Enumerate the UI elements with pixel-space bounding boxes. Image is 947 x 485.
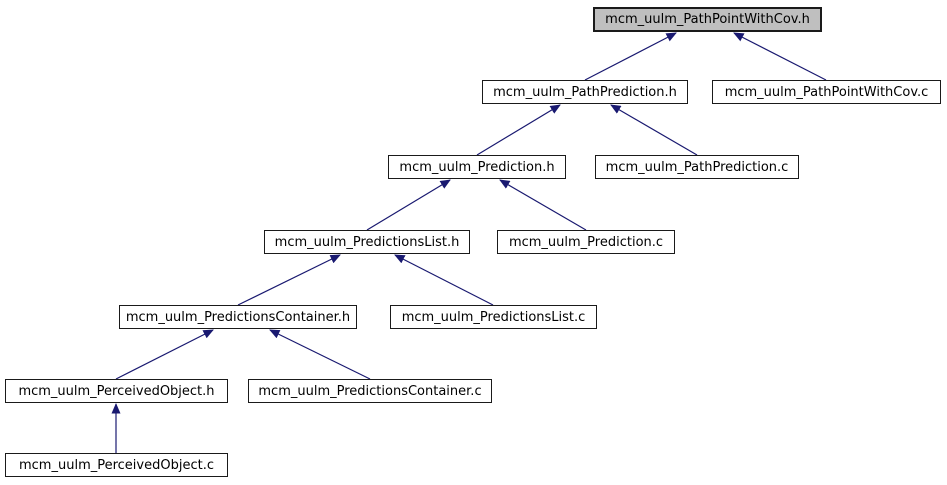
node-mcm-uulm-pathpointwithcov-h: mcm_uulm_PathPointWithCov.h: [593, 7, 822, 32]
node-mcm-uulm-perceivedobject-c[interactable]: mcm_uulm_PerceivedObject.c: [5, 453, 228, 477]
edge-perceivedobject-h-to-predictionscontainer-h: [115, 329, 214, 380]
edge-predictionslist-c-to-predictionslist-h: [394, 254, 494, 306]
edge-pathprediction-c-to-pathprediction-h: [610, 104, 698, 156]
edge-prediction-c-to-prediction-h: [499, 179, 587, 231]
node-mcm-uulm-prediction-c[interactable]: mcm_uulm_Prediction.c: [497, 230, 675, 254]
edge-predictionscontainer-h-to-predictionslist-h: [237, 254, 341, 306]
edge-pathpointwithcov-c-to-pathpointwithcov-h: [733, 32, 827, 81]
node-mcm-uulm-perceivedobject-h[interactable]: mcm_uulm_PerceivedObject.h: [5, 379, 228, 403]
node-mcm-uulm-predictionscontainer-c[interactable]: mcm_uulm_PredictionsContainer.c: [248, 379, 492, 403]
node-mcm-uulm-predictionslist-c[interactable]: mcm_uulm_PredictionsList.c: [390, 305, 597, 329]
node-mcm-uulm-predictionslist-h[interactable]: mcm_uulm_PredictionsList.h: [264, 230, 470, 254]
edge-predictionslist-h-to-prediction-h: [366, 179, 451, 231]
node-mcm-uulm-pathprediction-h[interactable]: mcm_uulm_PathPrediction.h: [482, 80, 688, 104]
edge-predictionscontainer-c-to-predictionscontainer-h: [269, 329, 371, 380]
edge-prediction-h-to-pathprediction-h: [476, 104, 561, 156]
node-mcm-uulm-pathpointwithcov-c[interactable]: mcm_uulm_PathPointWithCov.c: [712, 80, 941, 104]
node-mcm-uulm-pathprediction-c[interactable]: mcm_uulm_PathPrediction.c: [595, 155, 799, 179]
node-mcm-uulm-prediction-h[interactable]: mcm_uulm_Prediction.h: [388, 155, 566, 179]
edge-pathprediction-h-to-pathpointwithcov-h: [584, 32, 677, 81]
node-mcm-uulm-predictionscontainer-h[interactable]: mcm_uulm_PredictionsContainer.h: [119, 305, 357, 329]
